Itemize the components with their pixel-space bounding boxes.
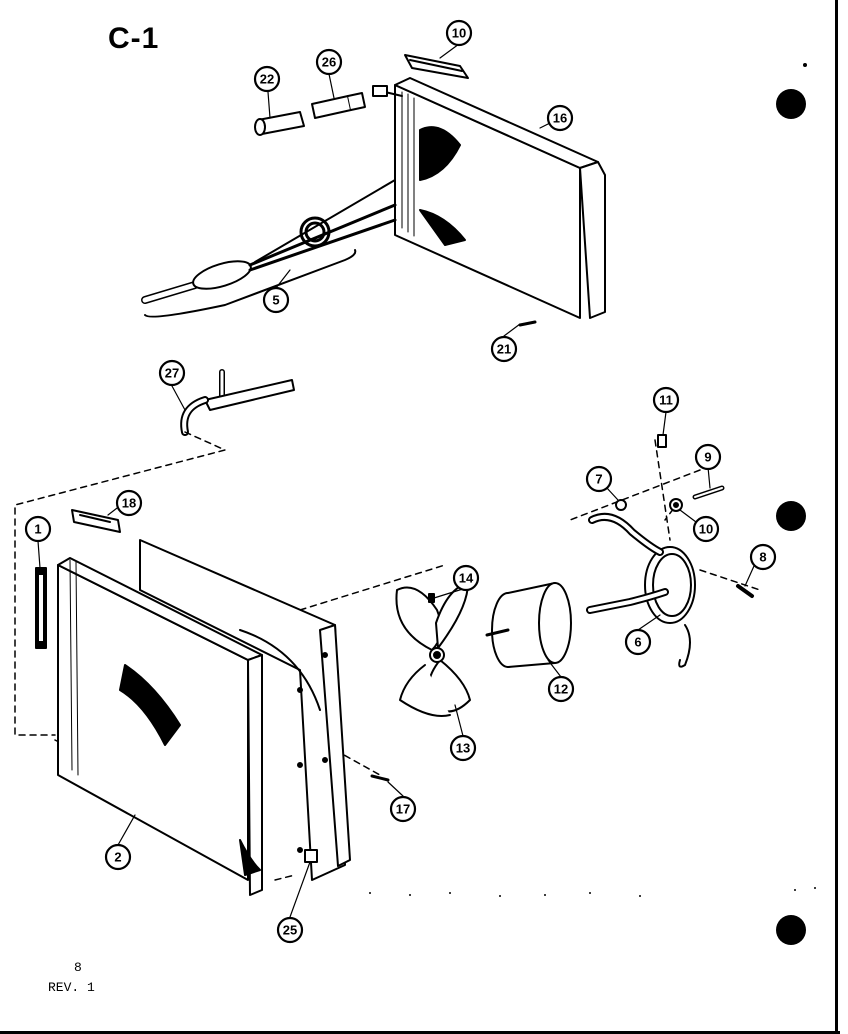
callout-number: 2 — [114, 850, 121, 865]
screw-11 — [657, 434, 667, 448]
callout-number: 21 — [497, 342, 511, 357]
callout-number: 9 — [704, 450, 711, 465]
screw-17 — [370, 774, 390, 782]
callout-bracket-18: 18 — [115, 489, 143, 517]
tube-26 — [311, 92, 366, 119]
clip-25 — [304, 849, 318, 863]
fan-blade — [395, 582, 471, 717]
callout-part-1: 1 — [24, 515, 52, 543]
page-border-bottom — [0, 1031, 840, 1034]
callout-number: 26 — [322, 55, 336, 70]
callout-condenser-assembly: 2 — [104, 843, 132, 871]
nut-14 — [428, 593, 435, 603]
callout-number: 17 — [396, 802, 410, 817]
callout-number: 27 — [165, 366, 179, 381]
binder-hole-middle — [776, 501, 806, 531]
binder-hole-bottom — [776, 915, 806, 945]
screw-8 — [736, 584, 754, 598]
revision-label: REV. 1 — [48, 980, 95, 995]
callout-number: 5 — [272, 293, 279, 308]
washer-7 — [615, 499, 627, 511]
callout-fan-blade: 13 — [449, 734, 477, 762]
callout-number: 16 — [553, 111, 567, 126]
motor-mount — [586, 513, 696, 668]
scan-speckle — [369, 63, 816, 897]
callout-capillary-assembly: 5 — [262, 286, 290, 314]
callout-motor-mount: 6 — [624, 628, 652, 656]
page-title: C-1 — [108, 22, 160, 55]
callout-screw-11: 11 — [652, 386, 680, 414]
callout-screw-8: 8 — [749, 543, 777, 571]
callout-number: 1 — [34, 522, 41, 537]
callout-number: 11 — [659, 393, 673, 408]
callout-condenser-coil: 16 — [546, 104, 574, 132]
callout-number: 22 — [260, 72, 274, 87]
tube-27 — [180, 369, 295, 436]
bracket-18 — [71, 509, 121, 533]
page-number: 8 — [74, 960, 82, 975]
callout-bracket-top: 10 — [445, 19, 473, 47]
callout-screw-21: 21 — [490, 335, 518, 363]
condenser-coil-top — [372, 77, 606, 319]
condenser-assembly — [57, 539, 351, 896]
callout-number: 7 — [595, 472, 602, 487]
callout-number: 18 — [122, 496, 136, 511]
callout-motor: 12 — [547, 675, 575, 703]
callout-number: 12 — [554, 682, 568, 697]
callout-screw-17: 17 — [389, 795, 417, 823]
callout-number: 6 — [634, 635, 641, 650]
callout-number: 14 — [459, 571, 474, 586]
callout-number: 25 — [283, 923, 297, 938]
screw-21 — [518, 320, 537, 327]
washer-10 — [669, 498, 683, 512]
side-strip-part-1 — [35, 567, 47, 649]
callout-number: 10 — [699, 522, 713, 537]
callout-tube-22: 22 — [253, 65, 281, 93]
callout-tube-26: 26 — [315, 48, 343, 76]
tube-22 — [254, 111, 305, 136]
callout-tube-27: 27 — [158, 359, 186, 387]
callout-washer-10: 10 — [692, 515, 720, 543]
callout-washer-7: 7 — [585, 465, 613, 493]
binder-hole-top — [776, 89, 806, 119]
capillary-assembly — [141, 179, 397, 318]
callout-nut-14: 14 — [452, 564, 480, 592]
callout-number: 10 — [452, 26, 466, 41]
screw-9 — [692, 485, 725, 500]
bracket-top — [404, 54, 469, 79]
callout-screw-9: 9 — [694, 443, 722, 471]
motor — [485, 582, 572, 668]
callout-number: 13 — [456, 741, 470, 756]
page-border-right — [835, 0, 838, 1034]
callout-number: 8 — [759, 550, 766, 565]
callout-clip-25: 25 — [276, 916, 304, 944]
